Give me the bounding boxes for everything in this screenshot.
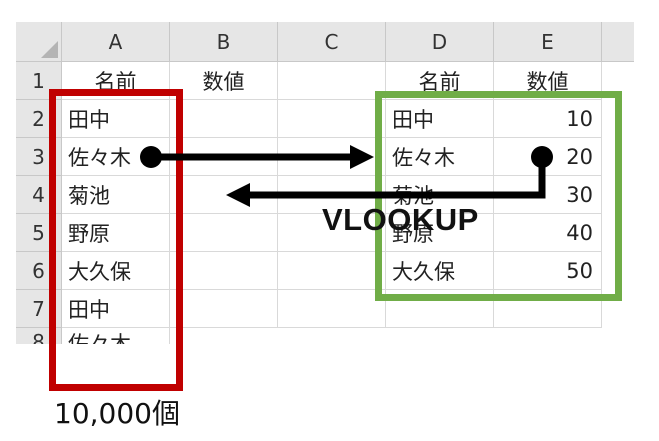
column-header-e[interactable]: E: [494, 22, 602, 62]
cell-b5[interactable]: [170, 214, 278, 252]
column-header-overflow: [602, 22, 634, 62]
cell-a6[interactable]: 大久保: [62, 252, 170, 290]
cell-a8[interactable]: 佐々木: [62, 328, 170, 344]
lookup-request-arrow-icon: [140, 145, 374, 169]
cell-d1[interactable]: 名前: [386, 62, 494, 100]
cell-b6[interactable]: [170, 252, 278, 290]
cell-c7[interactable]: [278, 290, 386, 328]
cell-e2[interactable]: 10: [494, 100, 602, 138]
cell-b1[interactable]: 数値: [170, 62, 278, 100]
cell-e5[interactable]: 40: [494, 214, 602, 252]
cell-a5[interactable]: 野原: [62, 214, 170, 252]
row-count-label: 10,000個: [54, 397, 180, 430]
column-header-d[interactable]: D: [386, 22, 494, 62]
cell-a4[interactable]: 菊池: [62, 176, 170, 214]
cell-b7[interactable]: [170, 290, 278, 328]
select-all-corner[interactable]: [16, 22, 62, 62]
cell-e4[interactable]: 30: [494, 176, 602, 214]
column-header-b[interactable]: B: [170, 22, 278, 62]
data-range-highlight-frame: [49, 89, 183, 391]
cell-d6[interactable]: 大久保: [386, 252, 494, 290]
cell-c3[interactable]: [278, 138, 386, 176]
cell-c1[interactable]: [278, 62, 386, 100]
cell-d3[interactable]: 佐々木: [386, 138, 494, 176]
select-all-triangle-icon: [41, 41, 58, 58]
vlookup-function-label: VLOOKUP: [322, 202, 479, 237]
cell-e1[interactable]: 数値: [494, 62, 602, 100]
cell-a2[interactable]: 田中: [62, 100, 170, 138]
cell-c2[interactable]: [278, 100, 386, 138]
lookup-return-arrow-icon: [226, 146, 553, 207]
cell-d5[interactable]: 野原: [386, 214, 494, 252]
column-header-c[interactable]: C: [278, 22, 386, 62]
cell-e6[interactable]: 50: [494, 252, 602, 290]
cell-c5[interactable]: [278, 214, 386, 252]
cell-a7[interactable]: 田中: [62, 290, 170, 328]
cell-c6[interactable]: [278, 252, 386, 290]
spreadsheet-grid: A B C D E 1 2 3 4 5 6 7 8 名前 数値 名前 数値 田中…: [16, 22, 634, 344]
cell-d2[interactable]: 田中: [386, 100, 494, 138]
cell-d7[interactable]: [386, 290, 494, 328]
cell-e7[interactable]: [494, 290, 602, 328]
cell-e3[interactable]: 20: [494, 138, 602, 176]
cell-b2[interactable]: [170, 100, 278, 138]
column-header-a[interactable]: A: [62, 22, 170, 62]
